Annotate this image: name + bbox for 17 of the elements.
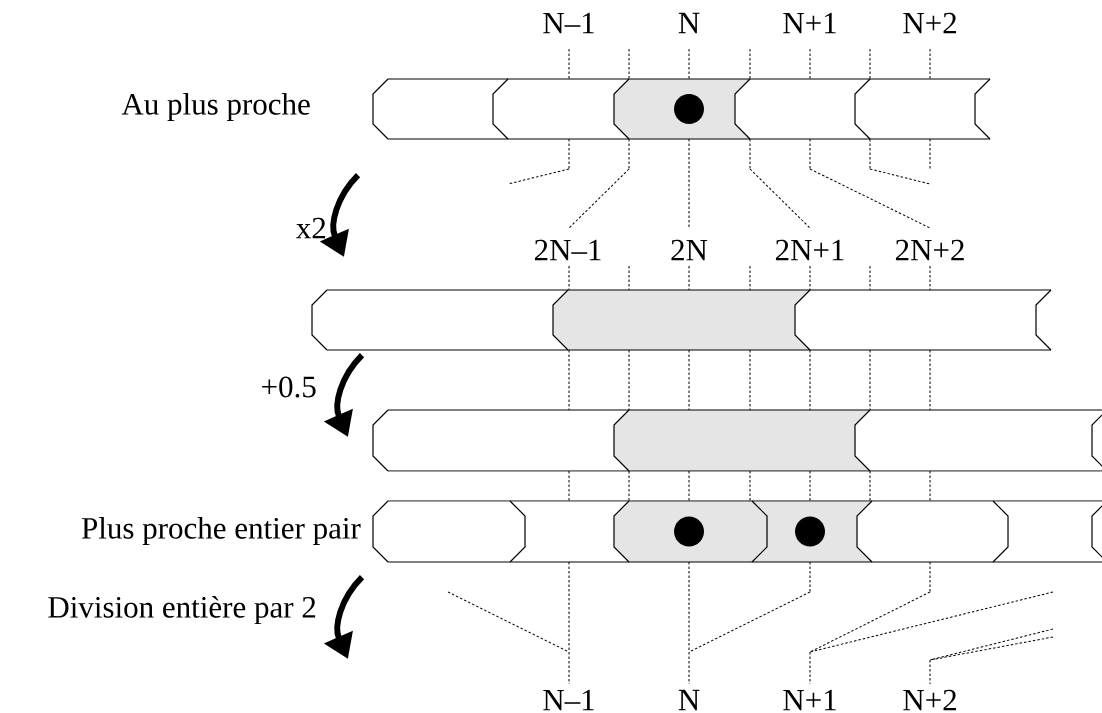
row-label: Au plus proche — [121, 92, 310, 122]
step-label: +0.5 — [262, 376, 316, 398]
tick-label: 2N — [671, 239, 708, 261]
tick-label: 2N+1 — [775, 239, 844, 261]
tick-label: 2N+2 — [895, 239, 964, 261]
tick-label: N–1 — [543, 12, 594, 34]
row-label: Plus proche entier pair — [81, 516, 361, 546]
tick-label: N+1 — [783, 12, 836, 34]
tick-label: N+1 — [783, 689, 836, 711]
tick-label: N — [678, 689, 700, 711]
step-label: Division entière par 2 — [48, 595, 316, 625]
step-label: x2 — [296, 217, 326, 239]
tick-label: N+2 — [903, 12, 956, 34]
tick-label: N+2 — [903, 689, 956, 711]
tick-label: N–1 — [543, 689, 594, 711]
tick-label: 2N–1 — [534, 239, 601, 261]
tick-label: N — [678, 12, 700, 34]
